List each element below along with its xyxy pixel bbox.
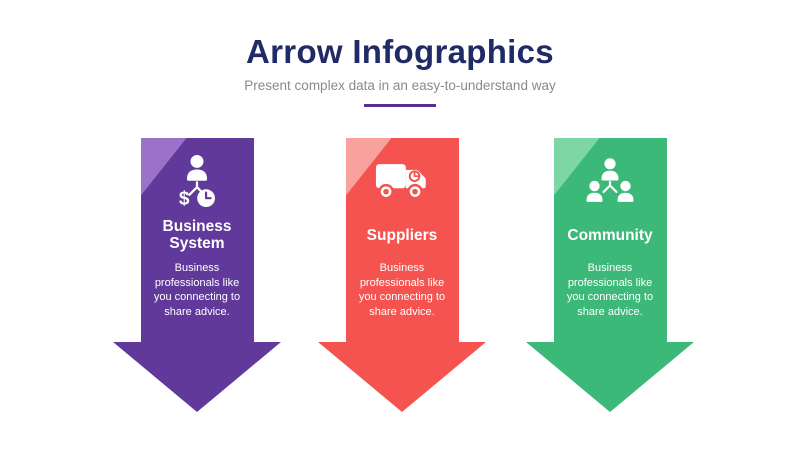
arrow-description: Business professionals like you connecti… bbox=[358, 262, 446, 318]
arrow-body-panel: $ Business System Business professionals… bbox=[140, 138, 254, 342]
arrow-body-panel: Suppliers Business professionals like yo… bbox=[345, 138, 459, 342]
arrow-description: Business professionals like you connecti… bbox=[153, 262, 241, 318]
delivery-truck-icon bbox=[346, 154, 459, 208]
arrow-community: Community Business professionals like yo… bbox=[526, 138, 694, 412]
arrow-head bbox=[113, 342, 281, 412]
arrow-description: Business professionals like you connecti… bbox=[566, 262, 654, 318]
community-icon bbox=[554, 154, 667, 208]
business-system-icon: $ bbox=[141, 154, 254, 208]
arrow-body-panel: Community Business professionals like yo… bbox=[553, 138, 667, 342]
dollar-glyph: $ bbox=[179, 188, 190, 208]
arrow-title: Community bbox=[567, 226, 653, 244]
title-underline-accent bbox=[364, 104, 436, 107]
arrow-suppliers: Suppliers Business professionals like yo… bbox=[318, 138, 486, 412]
header: Arrow Infographics Present complex data … bbox=[0, 0, 800, 107]
arrow-business-system: $ Business System Business professionals… bbox=[113, 138, 281, 412]
arrow-title: Business System bbox=[162, 218, 232, 252]
page-title: Arrow Infographics bbox=[246, 33, 554, 70]
arrow-head bbox=[318, 342, 486, 412]
arrow-title: Suppliers bbox=[366, 226, 438, 244]
page-subtitle: Present complex data in an easy-to-under… bbox=[244, 78, 556, 93]
arrow-head bbox=[526, 342, 694, 412]
